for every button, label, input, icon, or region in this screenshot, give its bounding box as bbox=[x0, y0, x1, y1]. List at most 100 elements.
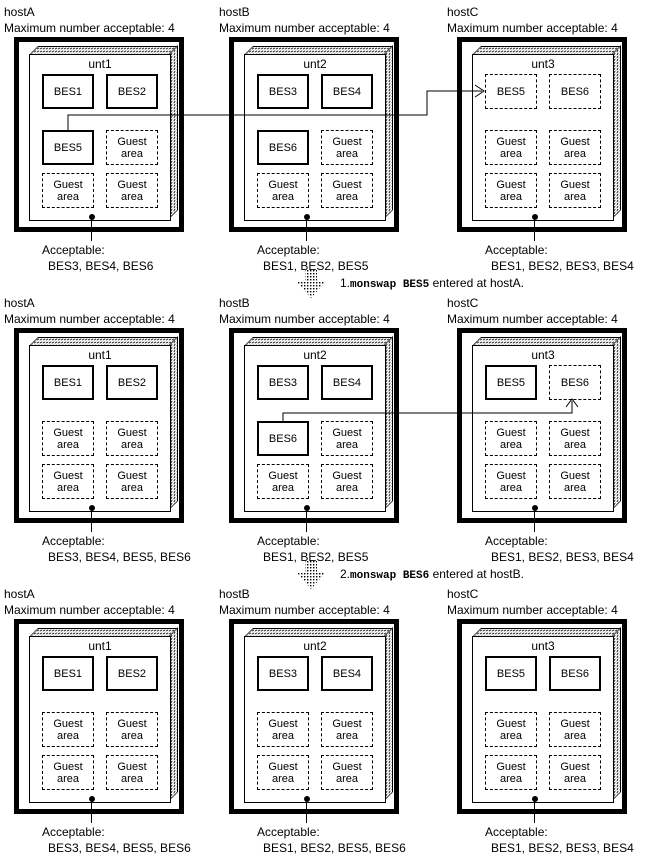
unit-box: unt1 BES1 BES2 Guest area Guest area Gue… bbox=[29, 636, 171, 803]
bes-cell: BES2 bbox=[106, 365, 158, 400]
bes-cell: BES4 bbox=[321, 74, 373, 109]
dotted-down-arrow-icon bbox=[296, 561, 326, 589]
acceptable-list: BES1, BES2, BES3, BES4 bbox=[491, 841, 634, 855]
acceptable-label: Acceptable: bbox=[485, 534, 548, 548]
acceptable-label: Acceptable: bbox=[257, 825, 320, 839]
unit-name: unt1 bbox=[88, 348, 112, 362]
acceptable-list: BES1, BES2, BES3, BES4 bbox=[491, 550, 634, 564]
host-name: hostC bbox=[447, 587, 479, 601]
acceptable-label: Acceptable: bbox=[257, 534, 320, 548]
host-name: hostB bbox=[219, 5, 250, 19]
annotation-text: 1.monswap BES5 entered at hostA. bbox=[340, 276, 524, 291]
guest-area-cell: Guest area bbox=[42, 173, 94, 208]
guest-area-cell: Guest area bbox=[257, 464, 309, 499]
annotation-number: 2. bbox=[340, 567, 351, 581]
host-box: unt3 BES5 BES6 Guest area Guest area Gue… bbox=[457, 328, 627, 523]
leader-line bbox=[532, 214, 538, 241]
leader-dot bbox=[89, 214, 95, 220]
leader-dot bbox=[304, 505, 310, 511]
step-annotation-2: 2.monswap BES6 entered at hostB. bbox=[292, 561, 652, 593]
unit-box: unt2 BES3 BES4 Guest area Guest area Gue… bbox=[244, 636, 386, 803]
bes-cell: BES5 bbox=[485, 656, 537, 691]
annotation-command: monswap BES5 bbox=[350, 279, 430, 291]
leader-dot bbox=[532, 214, 538, 220]
leader-dot bbox=[532, 796, 538, 802]
guest-area-cell: Guest area bbox=[106, 173, 158, 208]
host-box: unt1 BES1 BES2 Guest area Guest area Gue… bbox=[14, 619, 184, 814]
leader-dot bbox=[89, 505, 95, 511]
guest-area-cell: Guest area bbox=[321, 712, 373, 747]
bes-cell: BES4 bbox=[321, 365, 373, 400]
host-max-acceptable: Maximum number acceptable: 4 bbox=[4, 21, 175, 35]
bes-cell: BES1 bbox=[42, 656, 94, 691]
host-max-acceptable: Maximum number acceptable: 4 bbox=[219, 21, 390, 35]
bes-cell: BES2 bbox=[106, 656, 158, 691]
unit-name: unt1 bbox=[88, 639, 112, 653]
host-max-acceptable: Maximum number acceptable: 4 bbox=[447, 603, 618, 617]
guest-area-cell: Guest area bbox=[549, 173, 601, 208]
host-box: unt2 BES3 BES4 Guest area Guest area Gue… bbox=[229, 619, 399, 814]
leader-line bbox=[89, 796, 95, 823]
bes-cell: BES5 bbox=[485, 365, 537, 400]
guest-area-cell: Guest area bbox=[106, 130, 158, 165]
acceptable-label: Acceptable: bbox=[257, 243, 320, 257]
guest-area-cell: Guest area bbox=[549, 712, 601, 747]
acceptable-list: BES1, BES2, BES5 bbox=[263, 259, 369, 273]
guest-area-cell: Guest area bbox=[549, 130, 601, 165]
unit-name: unt2 bbox=[303, 348, 327, 362]
host-box: unt3 BES5 BES6 Guest area Guest area Gue… bbox=[457, 37, 627, 232]
bes-cell: BES6 bbox=[549, 365, 601, 400]
acceptable-label: Acceptable: bbox=[42, 243, 105, 257]
guest-area-cell: Guest area bbox=[321, 421, 373, 456]
dotted-down-arrow-icon bbox=[296, 270, 326, 298]
acceptable-label: Acceptable: bbox=[42, 825, 105, 839]
guest-area-cell: Guest area bbox=[485, 464, 537, 499]
guest-area-cell: Guest area bbox=[549, 755, 601, 790]
leader-line bbox=[89, 214, 95, 241]
bes-cell: BES3 bbox=[257, 656, 309, 691]
guest-area-cell: Guest area bbox=[257, 755, 309, 790]
leader-line bbox=[304, 796, 310, 823]
host-box: unt1 BES1 BES2 Guest area Guest area Gue… bbox=[14, 328, 184, 523]
guest-area-cell: Guest area bbox=[485, 173, 537, 208]
unit-name: unt3 bbox=[531, 348, 555, 362]
bes-cell: BES1 bbox=[42, 74, 94, 109]
bes-cell: BES1 bbox=[42, 365, 94, 400]
bes-cell: BES5 bbox=[485, 74, 537, 109]
bes-cell: BES4 bbox=[321, 656, 373, 691]
host-max-acceptable: Maximum number acceptable: 4 bbox=[4, 312, 175, 326]
host-name: hostA bbox=[4, 587, 35, 601]
acceptable-label: Acceptable: bbox=[485, 825, 548, 839]
bes-cell: BES6 bbox=[257, 130, 309, 165]
host-max-acceptable: Maximum number acceptable: 4 bbox=[4, 603, 175, 617]
acceptable-list: BES3, BES4, BES5, BES6 bbox=[48, 550, 191, 564]
unit-box: unt2 BES3 BES4 BES6 Guest area Guest are… bbox=[244, 345, 386, 512]
host-name: hostA bbox=[4, 296, 35, 310]
host-box: unt2 BES3 BES4 BES6 Guest area Guest are… bbox=[229, 328, 399, 523]
guest-area-cell: Guest area bbox=[42, 755, 94, 790]
unit-box: unt2 BES3 BES4 BES6 Guest area Guest are… bbox=[244, 54, 386, 221]
acceptable-list: BES1, BES2, BES3, BES4 bbox=[491, 259, 634, 273]
leader-dot bbox=[304, 796, 310, 802]
leader-line bbox=[532, 796, 538, 823]
host-name: hostA bbox=[4, 5, 35, 19]
acceptable-label: Acceptable: bbox=[485, 243, 548, 257]
guest-area-cell: Guest area bbox=[106, 421, 158, 456]
guest-area-cell: Guest area bbox=[42, 464, 94, 499]
host-name: hostB bbox=[219, 296, 250, 310]
host-max-acceptable: Maximum number acceptable: 4 bbox=[219, 603, 390, 617]
unit-name: unt2 bbox=[303, 639, 327, 653]
unit-name: unt3 bbox=[531, 57, 555, 71]
bes-cell: BES6 bbox=[549, 74, 601, 109]
leader-line bbox=[532, 505, 538, 532]
guest-area-cell: Guest area bbox=[321, 464, 373, 499]
unit-box: unt3 BES5 BES6 Guest area Guest area Gue… bbox=[472, 636, 614, 803]
host-box: unt1 BES1 BES2 BES5 Guest area Guest are… bbox=[14, 37, 184, 232]
guest-area-cell: Guest area bbox=[321, 755, 373, 790]
guest-area-cell: Guest area bbox=[257, 712, 309, 747]
bes-cell: BES5 bbox=[42, 130, 94, 165]
guest-area-cell: Guest area bbox=[485, 712, 537, 747]
guest-area-cell: Guest area bbox=[321, 130, 373, 165]
annotation-rest: entered at hostB. bbox=[429, 567, 524, 581]
